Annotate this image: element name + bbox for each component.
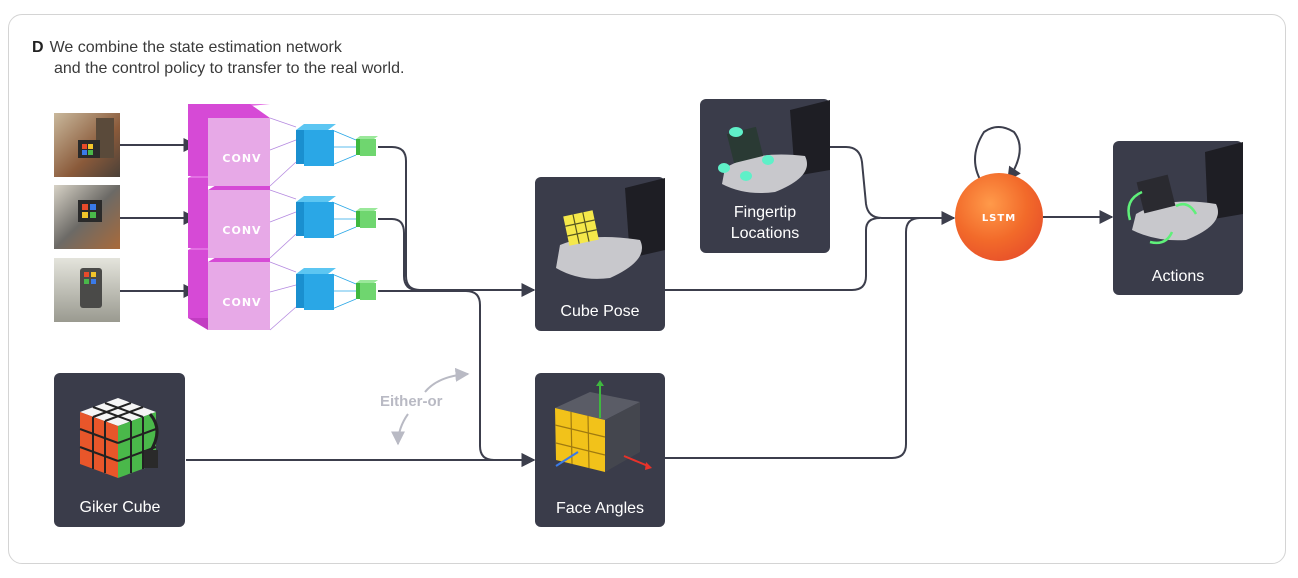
lstm-recurrent-loop [974, 126, 1021, 187]
either-or-indicator: Either-or [380, 367, 470, 446]
lstm-label: LSTM [982, 213, 1016, 224]
fingertip-label-line-1: Fingertip [734, 204, 796, 221]
camera-image-2 [54, 185, 120, 249]
caption-line-2: and the control policy to transfer to th… [54, 60, 405, 77]
node-actions: Actions [1113, 141, 1243, 295]
caption-line-1: We combine the state estimation network [49, 39, 342, 56]
feature-cube-green-1 [356, 136, 378, 156]
fingertip-hand-icon [718, 100, 830, 193]
figure-caption: D We combine the state estimation network… [32, 37, 404, 79]
fingertip-label-line-2: Locations [731, 225, 800, 242]
lstm-input-lines [665, 146, 956, 459]
giker-cube-icon [79, 398, 159, 478]
either-or-arrow-up [424, 367, 470, 393]
feature-cube-blue-2 [296, 196, 336, 238]
actions-hand-icon [1127, 142, 1243, 245]
face-angles-cube-icon [554, 380, 652, 472]
robot-hand-cube-icon [556, 178, 665, 279]
giker-cube-label: Giker Cube [80, 499, 161, 516]
node-lstm: LSTM [955, 173, 1043, 261]
feature-cube-green-2 [356, 208, 378, 228]
feature-connections-2 [331, 129, 357, 310]
node-face-angles: Face Angles [535, 373, 665, 527]
either-or-label: Either-or [380, 393, 443, 410]
camera-image-3 [54, 258, 120, 322]
node-giker-cube: Giker Cube [54, 373, 185, 527]
merge-lines [378, 146, 536, 467]
panel-letter: D [32, 39, 44, 56]
camera-image-1 [54, 113, 120, 177]
either-or-arrow-down [391, 413, 409, 446]
feature-cube-blue-1 [296, 124, 336, 166]
actions-label: Actions [1152, 268, 1204, 285]
node-cube-pose: Cube Pose [535, 177, 665, 331]
feature-cube-blue-3 [296, 268, 336, 310]
conv-label-2: CONV [222, 224, 261, 237]
face-angles-label: Face Angles [556, 500, 644, 517]
conv-label-3: CONV [222, 296, 261, 309]
conv-block-1: CONV [188, 104, 270, 186]
feature-connections [269, 117, 297, 331]
conv-label-1: CONV [222, 152, 261, 165]
node-fingertip-locations: Fingertip Locations [700, 99, 830, 253]
feature-cube-green-3 [356, 280, 378, 300]
cube-pose-label: Cube Pose [560, 303, 639, 320]
